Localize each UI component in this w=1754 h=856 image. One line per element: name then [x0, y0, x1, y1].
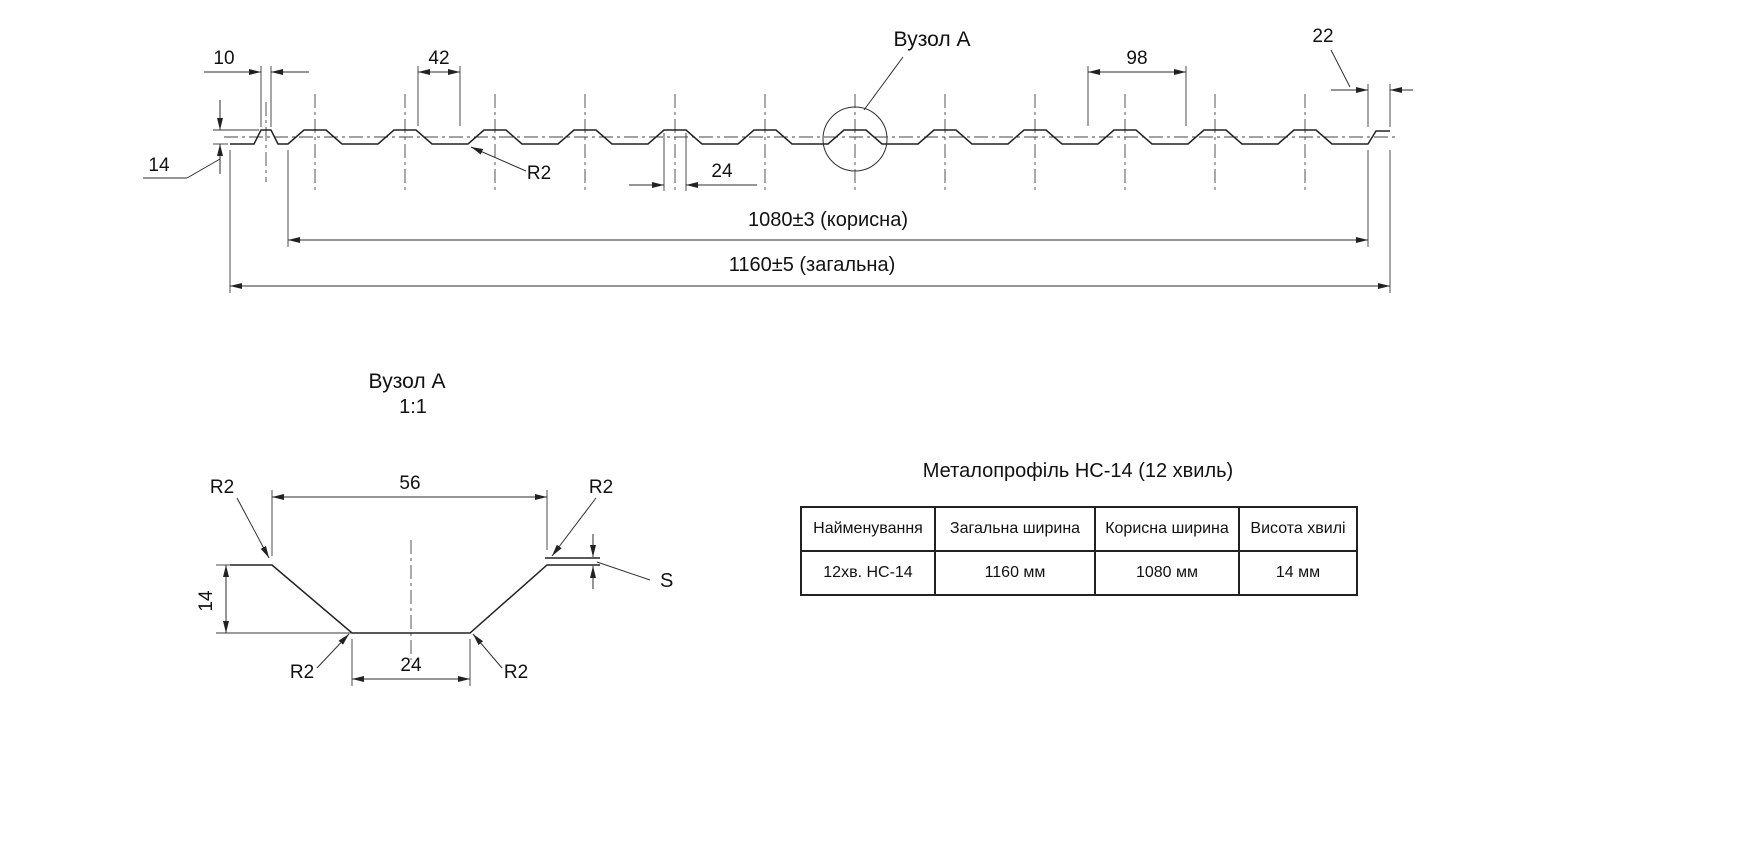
dim-total-width: 1160±5 (загальна) — [229, 150, 1391, 293]
table-row: 12хв. НС-14 1160 мм 1080 мм 14 мм — [800, 550, 1358, 596]
dim-text: 24 — [711, 161, 733, 182]
sheet-profile-outline — [230, 129, 1390, 145]
detail-callout-circle — [822, 106, 888, 172]
leader-line — [551, 497, 597, 557]
dim-thickness-s: S — [590, 534, 673, 592]
table-title: Металопрофіль НС-14 (12 хвиль) — [922, 460, 1234, 482]
dim-text: 98 — [1126, 48, 1147, 69]
dim-text: R2 — [527, 163, 551, 184]
dim-text: R2 — [589, 477, 613, 498]
main-view: Вузол А 10 42 98 — [143, 26, 1413, 293]
detail-title: Вузол А — [369, 370, 446, 393]
dim-text: 24 — [400, 655, 422, 676]
detail-profile-outline — [230, 564, 600, 634]
dim-24-detail: 24 — [351, 639, 471, 686]
dim-text: 22 — [1312, 26, 1333, 47]
dim-10: 10 — [204, 48, 309, 127]
cell-wave-height: 14 мм — [1238, 550, 1358, 596]
dim-text: R2 — [290, 662, 314, 683]
leader-line — [472, 633, 503, 669]
leader-line — [236, 497, 270, 559]
dim-42: 42 — [417, 48, 461, 126]
radius-note-top-right: R2 — [551, 477, 613, 557]
dim-56: 56 — [271, 473, 548, 556]
detail-scale: 1:1 — [399, 396, 427, 418]
dim-14-detail: 14 — [196, 564, 352, 634]
dim-text: 10 — [213, 48, 234, 69]
rib-centerlines — [265, 94, 1306, 190]
leader-line — [596, 561, 651, 581]
dim-text: 56 — [399, 473, 420, 494]
header-cell-total-width: Загальна ширина — [934, 506, 1096, 552]
leader-line — [316, 633, 350, 669]
header-cell-useful-width: Корисна ширина — [1094, 506, 1240, 552]
cell-name: 12хв. НС-14 — [800, 550, 936, 596]
radius-note-top-left: R2 — [210, 477, 270, 559]
dim-text: R2 — [210, 477, 234, 498]
cell-total-width: 1160 мм — [934, 550, 1096, 596]
radius-note-bottom-left: R2 — [290, 633, 350, 683]
leader-line — [1330, 49, 1351, 88]
table-header-row: Найменування Загальна ширина Корисна шир… — [800, 506, 1358, 552]
radius-note-bottom-right: R2 — [472, 633, 528, 683]
spec-table: Найменування Загальна ширина Корисна шир… — [800, 506, 1358, 596]
dim-22: 22 — [1312, 26, 1413, 127]
header-cell-wave-height: Висота хвилі — [1238, 506, 1358, 552]
header-cell-name: Найменування — [800, 506, 936, 552]
dim-useful-width: 1080±3 (корисна) — [287, 150, 1369, 247]
dim-text: S — [660, 570, 673, 592]
leader-line — [470, 146, 527, 172]
cell-useful-width: 1080 мм — [1094, 550, 1240, 596]
leader-line — [186, 158, 221, 179]
leader-line — [863, 56, 904, 111]
dim-text: 14 — [148, 155, 170, 176]
dim-text: R2 — [504, 662, 528, 683]
dim-14: 14 — [143, 100, 259, 179]
detail-view: Вузол А 1:1 56 R2 R2 — [196, 370, 673, 686]
dim-24: 24 — [629, 133, 757, 191]
dim-text: 14 — [196, 590, 217, 612]
radius-note-r2: R2 — [470, 146, 551, 184]
dim-text: 42 — [428, 48, 449, 69]
dim-text: 1160±5 (загальна) — [729, 254, 896, 276]
node-a-callout-label: Вузол А — [894, 28, 971, 51]
dim-98: 98 — [1087, 48, 1187, 126]
dim-text: 1080±3 (корисна) — [748, 209, 908, 231]
